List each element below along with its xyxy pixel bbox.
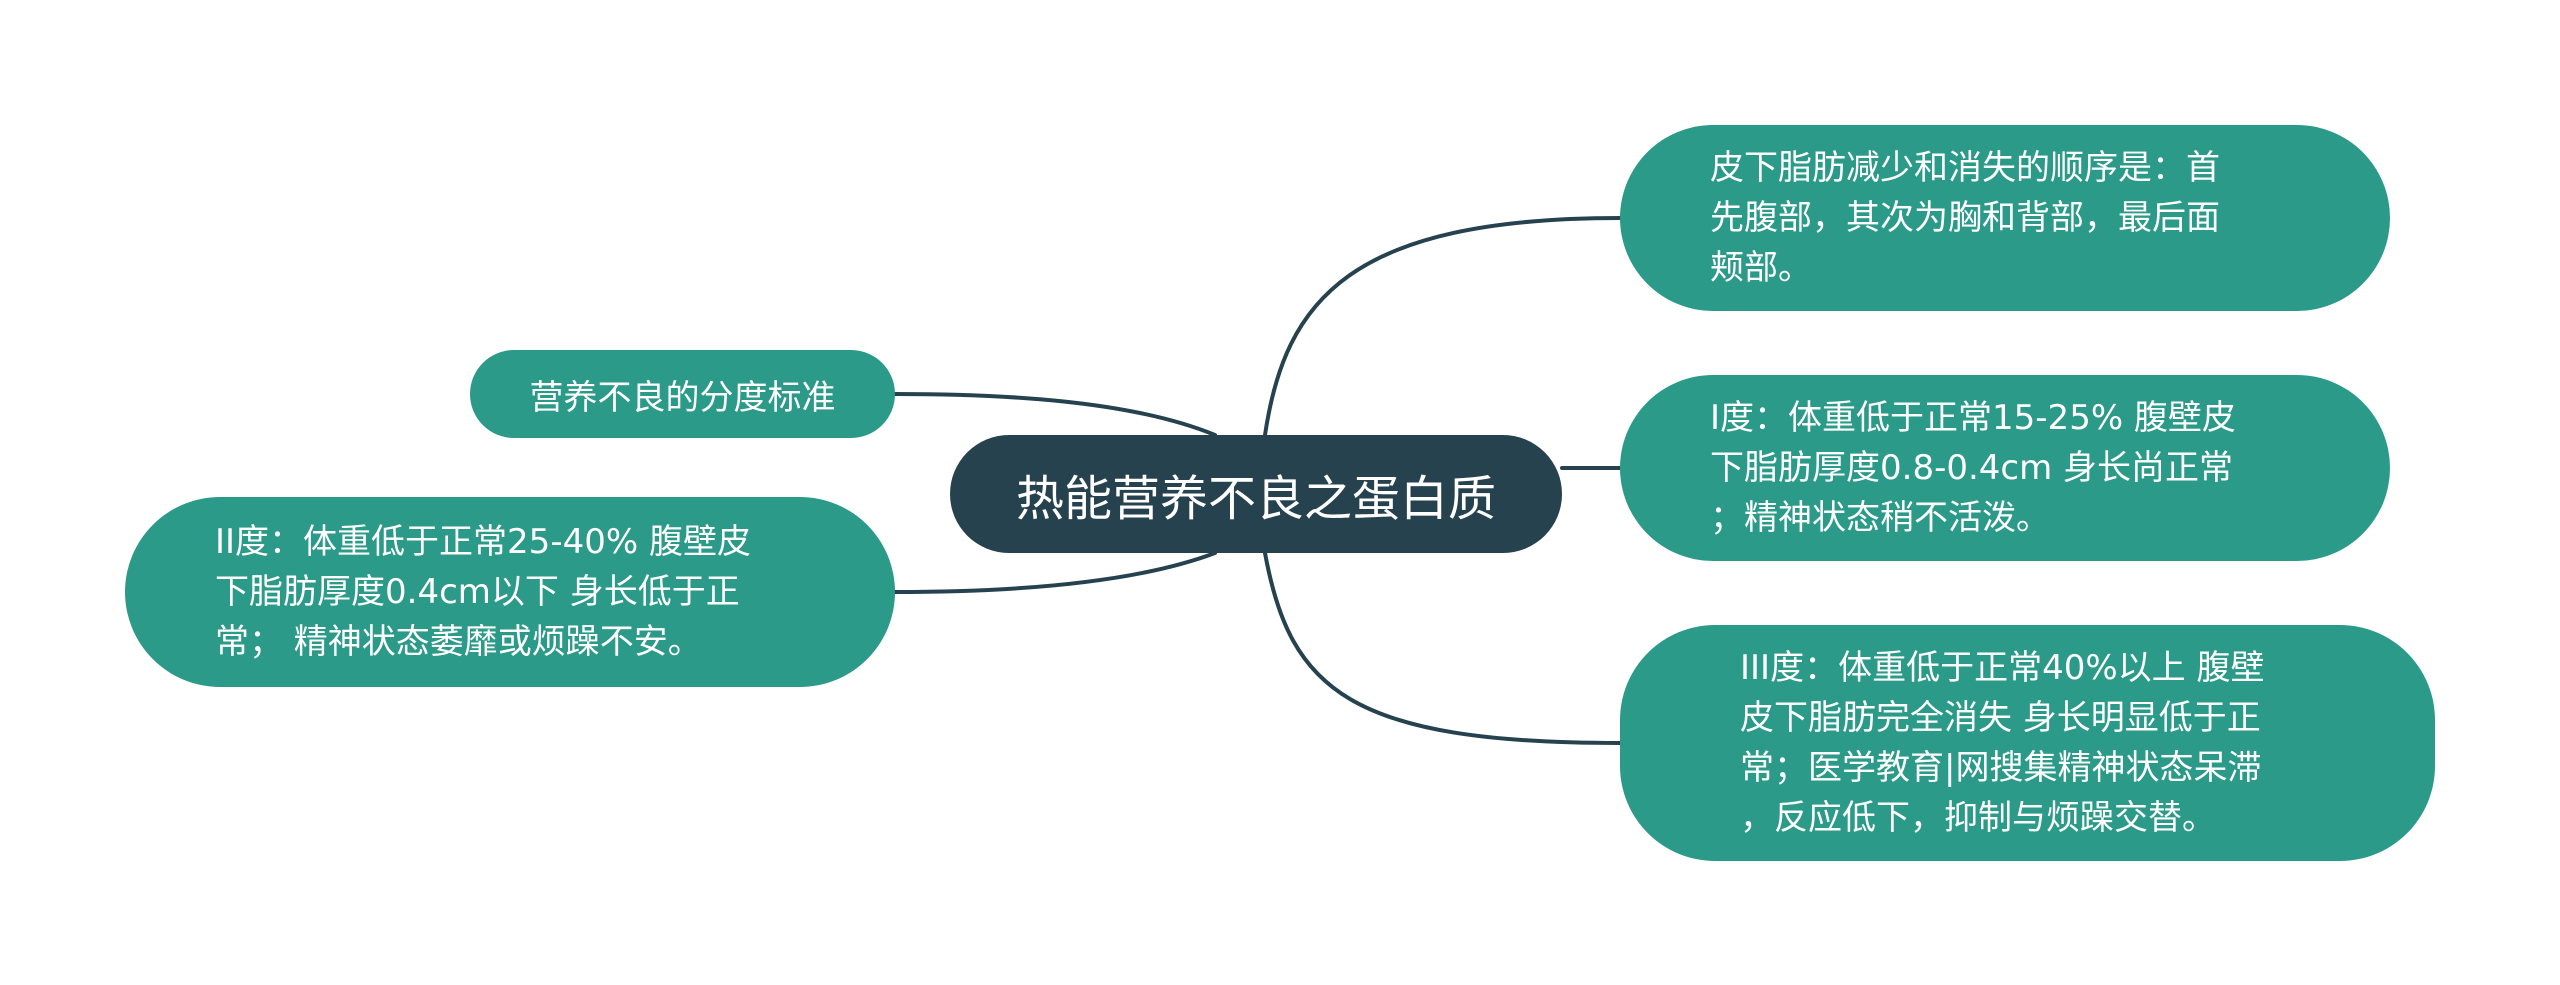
topic-degree-i[interactable]: I度：体重低于正常15-25% 腹壁皮 下脂肪厚度0.8-0.4cm 身长尚正常…: [1620, 375, 2390, 561]
topic-degree-ii-label: II度：体重低于正常25-40% 腹壁皮 下脂肪厚度0.4cm以下 身长低于正 …: [215, 522, 751, 662]
topic-grading-standard[interactable]: 营养不良的分度标准: [470, 350, 895, 438]
connector-root-to-right-1: [1263, 216, 1622, 437]
connector-root-to-left-2: [893, 551, 1217, 594]
topic-degree-iii[interactable]: III度：体重低于正常40%以上 腹壁 皮下脂肪完全消失 身长明显低于正 常；医…: [1620, 625, 2435, 861]
root-topic[interactable]: 热能营养不良之蛋白质: [950, 435, 1562, 553]
topic-fat-loss-order-label: 皮下脂肪减少和消失的顺序是：首 先腹部，其次为胸和背部，最后面 颊部。: [1710, 148, 2220, 288]
connector-root-to-right-3: [1263, 551, 1622, 745]
topic-degree-iii-label: III度：体重低于正常40%以上 腹壁 皮下脂肪完全消失 身长明显低于正 常；医…: [1740, 648, 2265, 838]
topic-fat-loss-order[interactable]: 皮下脂肪减少和消失的顺序是：首 先腹部，其次为胸和背部，最后面 颊部。: [1620, 125, 2390, 311]
topic-degree-i-label: I度：体重低于正常15-25% 腹壁皮 下脂肪厚度0.8-0.4cm 身长尚正常…: [1710, 398, 2236, 538]
topic-degree-ii[interactable]: II度：体重低于正常25-40% 腹壁皮 下脂肪厚度0.4cm以下 身长低于正 …: [125, 497, 895, 687]
topic-grading-standard-label: 营养不良的分度标准: [529, 377, 836, 418]
root-topic-label: 热能营养不良之蛋白质: [1015, 471, 1496, 527]
connector-root-to-left-1: [893, 392, 1217, 437]
